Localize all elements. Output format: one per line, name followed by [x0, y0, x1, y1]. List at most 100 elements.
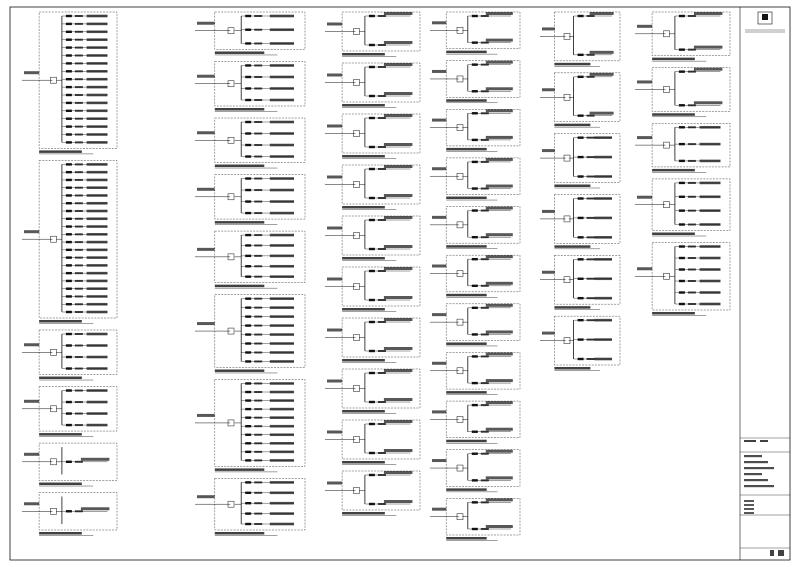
circuit-id-mark [254, 121, 263, 123]
incoming-label-mark [432, 507, 447, 511]
circuit-breaker-mark [471, 527, 478, 531]
circuit-breaker-mark [577, 53, 584, 57]
circuit-breaker-mark [65, 14, 72, 18]
circuit-id-mark [687, 195, 696, 198]
panel-group [195, 174, 306, 225]
circuit-id-mark [377, 15, 386, 17]
circuit-description-mark [693, 67, 723, 71]
circuit-breaker-mark [577, 175, 584, 178]
circuit-breaker-mark [678, 256, 685, 260]
circuit-description-mark [86, 310, 108, 314]
panel-enclosure [554, 315, 621, 366]
panel-group [22, 386, 118, 437]
circuit-id-mark [74, 186, 83, 189]
panel-enclosure [341, 317, 421, 358]
incoming-label-mark [432, 167, 447, 171]
circuit-breaker-mark [65, 22, 72, 26]
panel-enclosure [341, 215, 421, 256]
circuit-description-mark [699, 125, 721, 129]
circuit-id-mark [377, 44, 386, 46]
circuit-description-mark [485, 281, 513, 285]
circuit-id-mark [74, 70, 83, 73]
circuit-description-mark [485, 449, 513, 453]
main-breaker-symbol [227, 500, 235, 508]
circuit-breaker-mark [65, 141, 72, 144]
circuit-description-mark [269, 342, 294, 345]
panel-group [430, 11, 521, 55]
circuit-breaker-mark [65, 256, 72, 259]
incoming-label-mark [327, 175, 343, 179]
circuit-id-mark [480, 355, 489, 358]
panel-caption-mark [214, 51, 265, 54]
circuit-breaker-mark [471, 381, 478, 385]
circuit-breaker-mark [245, 315, 252, 318]
circuit-id-mark [254, 64, 263, 67]
circuit-breaker-mark [678, 195, 685, 198]
circuit-description-mark [485, 206, 513, 210]
circuit-id-mark [377, 423, 386, 425]
panel-caption-mark [652, 232, 695, 236]
panel-caption-mark [554, 123, 591, 127]
circuit-id-mark [254, 144, 263, 147]
circuit-breaker-mark [245, 200, 252, 203]
circuit-breaker-mark [368, 65, 375, 69]
circuit-id-mark [254, 408, 263, 411]
circuit-breaker-mark [65, 332, 72, 336]
circuit-id-mark [586, 297, 595, 300]
circuit-breaker-mark [65, 133, 72, 136]
panel-caption-mark [446, 293, 487, 297]
circuit-id-mark [254, 99, 263, 101]
circuit-breaker-mark [65, 271, 72, 275]
incoming-label-mark [637, 80, 653, 84]
circuit-id-mark [74, 272, 83, 275]
circuit-description-mark [80, 457, 110, 461]
panel-caption-mark [554, 245, 591, 248]
circuit-breaker-mark [678, 223, 685, 226]
incoming-label-mark [637, 195, 653, 199]
circuit-breaker-mark [245, 120, 252, 124]
circuit-id-mark [74, 15, 83, 17]
panel-caption-mark [652, 57, 695, 61]
circuit-description-mark [485, 255, 513, 259]
circuit-description-mark [269, 132, 294, 135]
circuit-id-mark [254, 297, 263, 300]
circuit-description-mark [86, 194, 108, 197]
circuit-breaker-mark [245, 275, 252, 278]
circuit-description-mark [269, 275, 294, 278]
circuit-breaker-mark [245, 416, 252, 419]
circuit-id-mark [254, 177, 263, 180]
circuit-description-mark [485, 184, 513, 188]
circuit-description-mark [269, 324, 294, 327]
incoming-label-mark [542, 209, 555, 213]
panel-group [430, 109, 521, 152]
incoming-label-mark [432, 361, 447, 365]
circuit-breaker-mark [65, 217, 72, 220]
circuit-breaker-mark [65, 248, 72, 252]
incoming-label-mark [197, 131, 215, 135]
circuit-id-mark [74, 510, 83, 513]
panel-group [540, 133, 621, 189]
circuit-breaker-mark [245, 188, 252, 192]
circuit-description-mark [269, 98, 294, 102]
circuit-breaker-mark [577, 277, 584, 280]
circuit-description-mark [86, 77, 108, 81]
panel-caption-mark [652, 168, 695, 172]
panel-enclosure [554, 72, 621, 122]
circuit-breaker-mark [65, 389, 72, 392]
circuit-id-mark [254, 244, 263, 247]
circuit-breaker-mark [368, 371, 375, 375]
circuit-id-mark [480, 41, 489, 44]
circuit-breaker-mark [65, 93, 72, 97]
circuit-id-mark [254, 234, 263, 237]
incoming-label-mark [542, 88, 555, 92]
circuit-description-mark [86, 141, 108, 144]
circuit-id-mark [480, 382, 489, 385]
circuit-id-mark [254, 399, 263, 402]
circuit-description-mark [693, 12, 723, 15]
circuit-id-mark [480, 258, 489, 261]
circuit-id-mark [687, 303, 696, 305]
circuit-id-mark [74, 54, 83, 57]
circuit-description-mark [485, 233, 513, 237]
